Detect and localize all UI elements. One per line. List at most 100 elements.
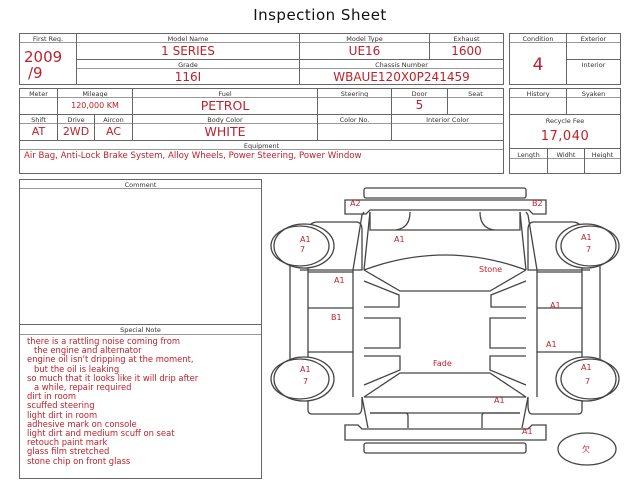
mark-trunk: A1 [394,235,405,244]
mark-wheel-lr-bottom: 7 [300,245,305,254]
interior-color-cell: Interior Color [391,114,503,140]
aircon-value: AC [105,125,121,138]
equipment-label: Equipment [243,142,280,150]
grade-label: Grade [178,61,198,69]
left-rear-pillar [352,211,365,271]
drive-cell: Drive 2WD [57,114,94,140]
special-note-line: dirt in room [27,391,76,402]
first-reg-year: 2009 [24,48,63,66]
height-label: Height [591,151,614,159]
special-note-label: Special Note [120,326,161,334]
right-tail-light [479,211,495,231]
history-cell: History [510,89,566,114]
width-label: Widht [556,151,576,159]
right-rear-pillar [525,211,538,271]
special-note-line: engine oil isn't dripping at the moment, [27,354,194,365]
front-bumper [344,424,547,441]
windshield [363,372,527,398]
aircon-cell: Aircon AC [94,114,132,140]
shift-value: AT [31,125,46,138]
special-note-line: glass film stretched [27,446,110,457]
left-body-line [363,211,371,271]
vehicle-info-box: First Reg. 2009 /9 Model Name 1 SERIES M… [19,33,504,85]
wheel-left-rear [270,223,335,269]
recycle-fee-value: 17,040 [540,129,590,144]
model-name-cell: Model Name 1 SERIES [76,34,299,59]
exhaust-cell: Exhaust 1600 [429,34,503,59]
left-c-pillar [363,280,400,308]
left-headlight [370,412,409,428]
mileage-cell: Mileage 120,000 KM [57,89,132,114]
special-note-line: there is a rattling noise coming from [27,336,180,346]
steering-cell: Steering [317,89,391,114]
special-note-line: the engine and alternator [34,345,142,356]
trunk-panel [369,212,521,231]
fuel-cell: Fuel PETROL [132,89,317,114]
side-info-box: History Syaken Recycle Fee 17,040 Length… [509,88,621,174]
first-reg-month: /9 [28,64,43,82]
condition-box: Condition 4 Exterior Interior [509,33,621,85]
mark-wheel-rr-top: A1 [581,233,592,242]
fuel-value: PETROL [200,98,250,113]
steering-label: Steering [340,90,369,98]
shift-cell: Shift AT [20,114,57,140]
chassis-cell: Chassis Number WBAUE120X0P241459 [299,59,503,84]
mark-missing: 欠 [582,444,590,454]
color-no-label: Color No. [339,116,370,124]
mark-wheel-lf-top: A1 [300,365,311,374]
drive-value: 2WD [62,125,90,138]
recycle-fee-cell: Recycle Fee 17,040 [510,114,620,148]
mark-wheel-lf-bottom: 7 [303,377,308,386]
left-tail-light [395,211,411,231]
special-note-line: retouch paint mark [27,437,108,448]
mark-wheel-lr-top: A1 [300,235,311,244]
exterior-label: Exterior [580,35,607,43]
left-a-pillar [363,355,401,386]
aircon-label: Aircon [103,116,124,124]
specs-box: Meter Mileage 120,000 KM Fuel PETROL Ste… [19,88,504,174]
condition-cell: Condition 4 [510,34,566,84]
interior-cell: Interior [566,59,620,84]
exterior-cell: Exterior [566,34,620,59]
door-value: 5 [415,98,424,112]
roof-rear [363,269,527,292]
special-note-line: but the oil is leaking [34,363,120,374]
body-color-value: WHITE [204,124,246,139]
mark-right-front-door: A1 [546,340,557,349]
mark-right-rear-door: A1 [550,301,561,310]
condition-label: Condition [522,35,554,43]
seat-cell: Seat [447,89,503,114]
mark-left-rear-door: A1 [334,276,345,285]
special-note-line: a while, repair required [34,382,132,393]
syaken-cell: Syaken [566,89,620,114]
length-cell: Length [510,148,547,173]
model-name-label: Model Name [167,35,209,43]
mark-wheel-rf-top: A1 [581,363,592,372]
left-front-fender [307,397,363,415]
mark-rear-glass: Stone [479,265,502,274]
mark-hood: A1 [494,396,505,405]
first-reg-cell: First Reg. 2009 /9 [20,34,76,84]
left-b-pillar [364,317,401,349]
chassis-value: WBAUE120X0P241459 [333,70,470,84]
body-color-label: Body Color [207,116,243,124]
equipment-cell: Equipment Air Bag, Anti-Lock Brake Syste… [20,140,503,173]
front-lip [363,442,527,454]
chassis-label: Chassis Number [375,61,428,69]
page-title: Inspection Sheet [253,6,387,24]
height-cell: Height [584,148,620,173]
length-label: Length [517,151,540,159]
mark-rear-bumper-left: A2 [350,199,361,208]
left-sill [289,264,309,369]
first-reg-label: First Reg. [32,35,64,43]
wheel-right-front [555,356,620,402]
mark-wheel-rf-bottom: 7 [585,377,590,386]
exhaust-value: 1600 [451,44,482,58]
mark-wheel-rr-bottom: 7 [586,245,591,254]
wheel-right-rear [555,223,620,269]
right-headlight [481,412,520,428]
door-label: Door [411,90,428,98]
comment-box: Comment Special Note there is a rattling… [19,179,262,479]
comment-label: Comment [124,181,157,189]
